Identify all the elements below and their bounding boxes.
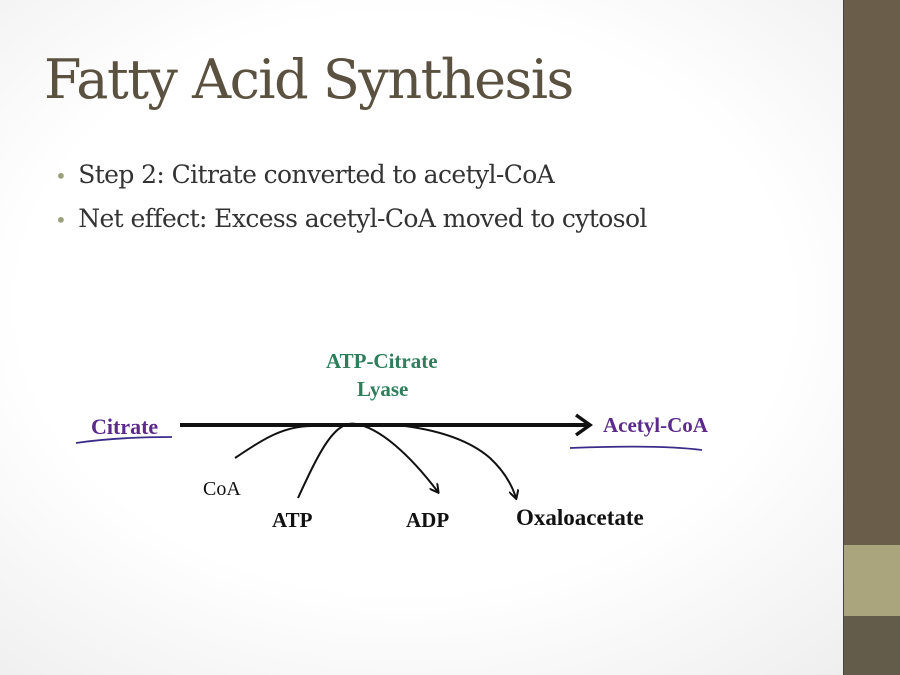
slide-title: Fatty Acid Synthesis	[44, 48, 574, 111]
bullet-list: • Step 2: Citrate converted to acetyl-CoA…	[55, 160, 647, 248]
sidebar-accent-band	[844, 545, 900, 616]
atp-label: ATP	[272, 508, 313, 532]
bullet-icon: •	[55, 164, 67, 188]
coa-input-arrow	[234, 424, 316, 459]
bullet-text: Net effect: Excess acetyl-CoA moved to c…	[78, 204, 647, 233]
bullet-icon: •	[55, 208, 67, 232]
oxaloacetate-label: Oxaloacetate	[516, 505, 644, 530]
oxaloacetate-output-arrow	[404, 425, 516, 498]
adp-label: ADP	[406, 508, 450, 532]
sidebar-bottom-band	[844, 616, 900, 675]
bullet-item: • Step 2: Citrate converted to acetyl-CoA	[55, 160, 647, 204]
acetyl-coa-label: Acetyl-CoA	[603, 413, 708, 437]
acetyl-coa-underline-annotation	[569, 445, 703, 451]
enzyme-label-line1: ATP-Citrate	[326, 349, 438, 373]
enzyme-label-line2: Lyase	[357, 377, 409, 401]
atp-input-arrow	[297, 422, 438, 499]
bullet-text: Step 2: Citrate converted to acetyl-CoA	[78, 160, 555, 189]
main-arrowhead-icon	[574, 413, 594, 437]
coa-label: CoA	[203, 478, 241, 500]
citrate-label: Citrate	[91, 414, 159, 439]
citrate-underline-annotation	[75, 436, 173, 444]
bullet-item: • Net effect: Excess acetyl-CoA moved to …	[55, 204, 647, 248]
